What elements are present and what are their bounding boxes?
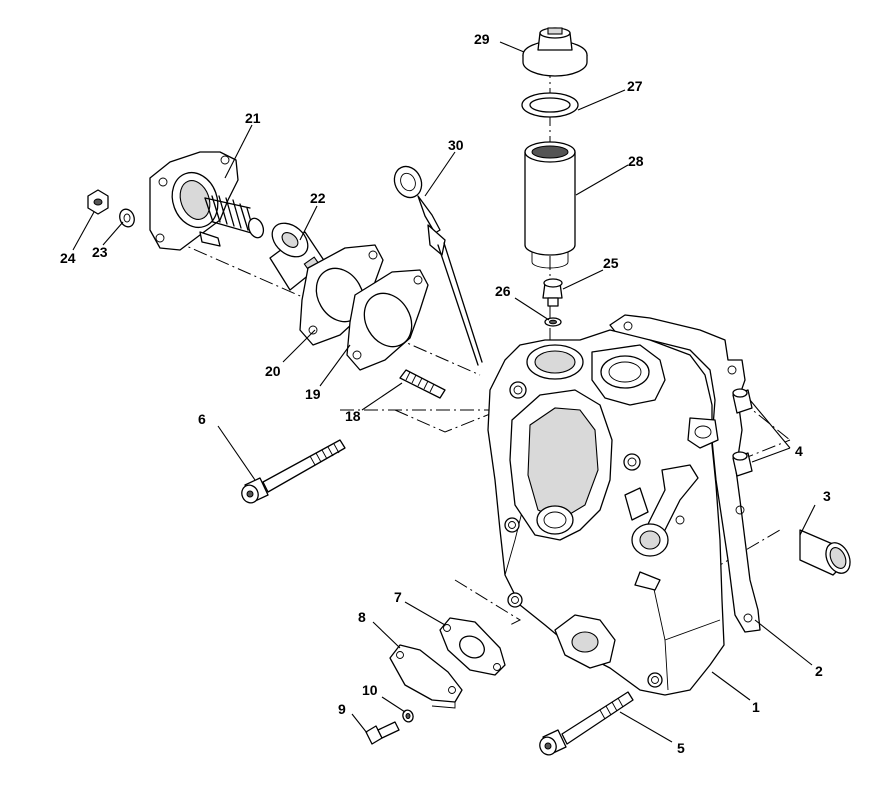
callout-1: 1: [752, 699, 760, 715]
callout-2: 2: [815, 663, 823, 679]
callout-19: 19: [305, 386, 321, 402]
part-2-cover-gasket: [609, 314, 761, 633]
callout-21: 21: [245, 110, 261, 126]
leader-lines: [72, 41, 816, 743]
part-24-nut: [87, 189, 109, 215]
callout-20: 20: [265, 363, 281, 379]
callout-27: 27: [627, 78, 643, 94]
part-21-valve-assembly: [149, 151, 265, 251]
callout-30: 30: [448, 137, 464, 153]
callout-3: 3: [823, 488, 831, 504]
part-19-gasket: [346, 269, 429, 371]
part-18-spring-pin: [399, 369, 446, 399]
part-25-fitting: [542, 278, 563, 307]
callout-26: 26: [495, 283, 511, 299]
part-27-seal-ring: [521, 92, 579, 118]
callout-4: 4: [795, 443, 803, 459]
part-28-filler-tube: [524, 141, 576, 269]
callout-25: 25: [603, 255, 619, 271]
callout-22: 22: [310, 190, 326, 206]
callout-29: 29: [474, 31, 490, 47]
callout-23: 23: [92, 244, 108, 260]
part-6-cap-screw: [241, 439, 346, 504]
callout-labels: 1 2 3 4 5 6 7 8 9 10 18 19 20 21 22 23 2…: [60, 31, 831, 756]
part-3-bushing: [799, 529, 851, 576]
part-22-spool: [269, 222, 326, 291]
callout-9: 9: [338, 701, 346, 717]
callout-28: 28: [628, 153, 644, 169]
valve-spring: [204, 195, 256, 235]
part-8-cover-plate: [389, 644, 463, 709]
callout-18: 18: [345, 408, 361, 424]
part-7-gasket: [439, 617, 506, 676]
callout-8: 8: [358, 609, 366, 625]
callout-6: 6: [198, 411, 206, 427]
callout-7: 7: [394, 589, 402, 605]
part-29-filler-cap: [522, 27, 588, 77]
part-5-cap-screw: [539, 691, 634, 756]
callout-24: 24: [60, 250, 76, 266]
part-10-washer: [402, 709, 414, 723]
callout-5: 5: [677, 740, 685, 756]
part-1-main-housing: [487, 329, 725, 696]
part-30-dipstick: [393, 165, 483, 366]
part-9-screw: [365, 721, 400, 745]
callout-10: 10: [362, 682, 378, 698]
part-4-dowel-pins: [732, 388, 753, 477]
